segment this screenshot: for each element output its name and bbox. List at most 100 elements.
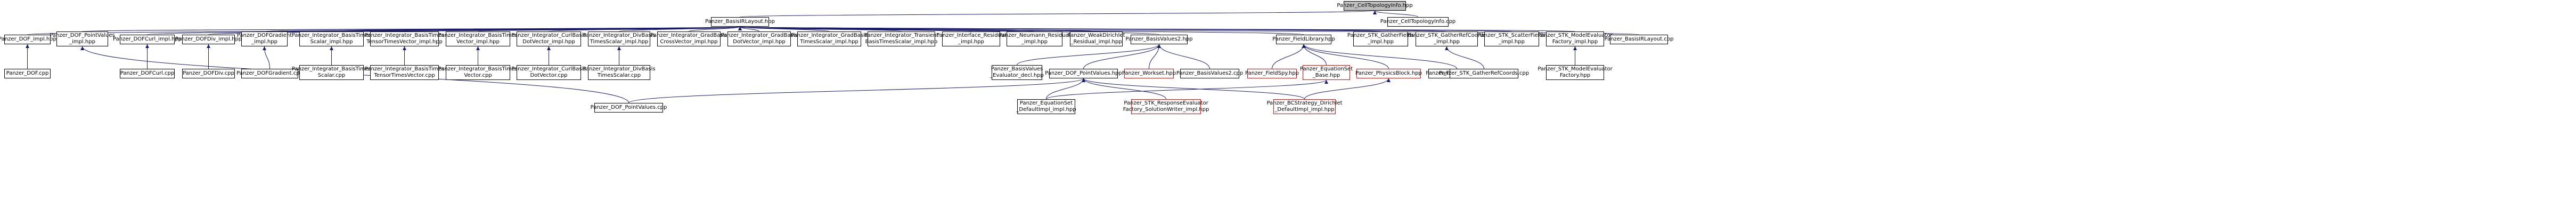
edge-fieldlibrary_cpp-to-fieldlibrary bbox=[1302, 44, 1457, 69]
graph-node-label: _DefaultImpl_impl.hpp bbox=[1016, 107, 1076, 113]
graph-node-neumann-impl[interactable]: Panzer_Neumann_Residual_impl.hpp bbox=[999, 31, 1070, 46]
graph-node-label: Panzer_STK_ScatterFields bbox=[1478, 33, 1545, 38]
edge-fieldspy-to-fieldlibrary bbox=[1272, 44, 1306, 69]
graph-node-dof-pv-cpp[interactable]: Panzer_DOF_PointValues.cpp bbox=[591, 103, 667, 113]
graph-node-dof-impl[interactable]: Panzer_DOF_impl.hpp bbox=[0, 35, 56, 44]
edge-stk_gr_cpp-to-stk_gr_impl bbox=[1445, 46, 1484, 69]
graph-node-dofgrad-impl[interactable]: Panzer_DOFGradient_impl.hpp bbox=[237, 31, 292, 46]
graph-node-eqset-default[interactable]: Panzer_EquationSet_DefaultImpl_impl.hpp bbox=[1016, 99, 1076, 114]
graph-node-dof-cpp[interactable]: Panzer_DOF.cpp bbox=[4, 69, 51, 78]
graph-node-workset[interactable]: Panzer_Workset.hpp bbox=[1122, 69, 1176, 78]
graph-node-label: Panzer_BasisIRLayout.cpp bbox=[1604, 36, 1674, 42]
graph-node-cell-topo-cpp[interactable]: Panzer_CellTopologyInfo.cpp bbox=[1380, 17, 1455, 27]
graph-node-label: Panzer_Integrator_BasisTimes bbox=[438, 33, 518, 38]
graph-node-label: Panzer_DOFCurl.cpp bbox=[120, 70, 175, 76]
graph-node-label: _impl.hpp bbox=[1434, 39, 1460, 45]
graph-node-label: Vector.cpp bbox=[464, 73, 492, 78]
edge-dofgrad_cpp-to-dofgrad_impl bbox=[263, 46, 270, 69]
graph-node-label: Vector_impl.hpp bbox=[456, 39, 500, 45]
graph-node-dofcurl-cpp[interactable]: Panzer_DOFCurl.cpp bbox=[120, 69, 175, 78]
graph-node-dofcurl-impl[interactable]: Panzer_DOFCurl_impl.hpp bbox=[113, 35, 182, 44]
graph-node-label: Panzer_DOF_PointValues.cpp bbox=[590, 105, 667, 110]
graph-node-dof-pv-hpp[interactable]: Panzer_DOF_PointValues.hpp bbox=[1045, 69, 1122, 78]
graph-node-label: Panzer_Integrator_GradBasis bbox=[721, 33, 798, 38]
edge-eqset_default-to-eqset_base bbox=[1046, 79, 1328, 100]
graph-node-label: Panzer_CellTopologyInfo.hpp bbox=[1337, 3, 1413, 9]
graph-node-label: Panzer_DOF.cpp bbox=[6, 70, 49, 76]
graph-node-label: Panzer_Interface_Residual bbox=[936, 33, 1006, 38]
edge-stk_mef_impl-to-basis_ir bbox=[739, 26, 1575, 32]
graph-node-label: _Base.hpp bbox=[1312, 73, 1340, 78]
graph-node-label: _DefaultImpl_impl.hpp bbox=[1274, 107, 1335, 113]
edge-dof_pv_cpp-to-dof_pv_hpp bbox=[628, 78, 1085, 103]
graph-node-label: Panzer_Integrator_DivBasis bbox=[583, 66, 656, 72]
graph-node-label: TensorTimesVector.cpp bbox=[374, 73, 435, 78]
graph-node-cell-topo: Panzer_CellTopologyInfo.hpp bbox=[1337, 1, 1413, 11]
graph-node-label: Panzer_Integrator_BasisTimes bbox=[364, 33, 445, 38]
graph-node-label: Panzer_Integrator_GradBasis bbox=[650, 33, 727, 38]
graph-node-stk-gf-impl[interactable]: Panzer_STK_GatherFields_impl.hpp bbox=[1347, 31, 1414, 46]
edge-stk_resp_eval-to-dof_pv_hpp bbox=[1082, 78, 1166, 100]
graph-node-label: _Residual_impl.hpp bbox=[1070, 39, 1122, 45]
graph-node-label: Panzer_FieldLibrary.hpp bbox=[1272, 36, 1335, 42]
graph-node-label: Panzer_DOFCurl_impl.hpp bbox=[113, 36, 182, 42]
graph-node-eqset-base[interactable]: Panzer_EquationSet_Base.hpp bbox=[1300, 65, 1353, 80]
graph-node-label: Factory_SolutionWriter_impl.hpp bbox=[1123, 107, 1209, 113]
graph-node-basisvalues2[interactable]: Panzer_BasisValues2.hpp bbox=[1126, 35, 1193, 44]
graph-node-label: Panzer_Integrator_BasisTimes bbox=[438, 66, 518, 72]
graph-node-label: Panzer_DOFDiv.cpp bbox=[183, 70, 234, 76]
graph-node-label: Factory.hpp bbox=[1559, 73, 1591, 78]
graph-node-label: Panzer_DOF_impl.hpp bbox=[0, 36, 56, 42]
graph-node-dofdiv-cpp[interactable]: Panzer_DOFDiv.cpp bbox=[182, 69, 235, 78]
graph-node-dofgrad-cpp[interactable]: Panzer_DOFGradient.cpp bbox=[236, 69, 303, 78]
graph-node-iface-res-impl[interactable]: Panzer_Interface_Residual_impl.hpp bbox=[936, 31, 1006, 46]
edge-int_dbts_impl-to-basis_ir bbox=[619, 26, 742, 32]
graph-node-stk-sf-impl[interactable]: Panzer_STK_ScatterFields_impl.hpp bbox=[1478, 31, 1545, 46]
graph-node-basisvalues2-cpp[interactable]: Panzer_BasisValues2.cpp bbox=[1176, 69, 1243, 78]
graph-node-label: _impl.hpp bbox=[69, 39, 95, 45]
graph-node-label: Panzer_STK_ModelEvaluator bbox=[1538, 66, 1613, 72]
graph-node-label: Panzer_FieldSpy.hpp bbox=[1245, 70, 1299, 76]
graph-node-fieldlibrary[interactable]: Panzer_FieldLibrary.hpp bbox=[1272, 35, 1335, 44]
graph-node-label: Panzer_Neumann_Residual bbox=[999, 33, 1070, 38]
graph-node-label: TensorTimesVector_impl.hpp bbox=[366, 39, 443, 45]
graph-node-dof-pv-impl[interactable]: Panzer_DOF_PointValues_impl.hpp bbox=[50, 31, 115, 46]
graph-node-label: Scalar.cpp bbox=[317, 73, 346, 78]
graph-node-dofdiv-impl[interactable]: Panzer_DOFDiv_impl.hpp bbox=[175, 35, 242, 44]
graph-node-physicsblock[interactable]: Panzer_PhysicsBlock.hpp bbox=[1355, 69, 1422, 78]
graph-node-label: _impl.hpp bbox=[1499, 39, 1525, 45]
graph-node-basis-ir-cpp[interactable]: Panzer_BasisIRLayout.cpp bbox=[1605, 35, 1674, 44]
graph-node-basis-ir[interactable]: Panzer_BasisIRLayout.hpp bbox=[705, 17, 775, 27]
graph-node-label: Panzer_DOFDiv_impl.hpp bbox=[175, 36, 242, 42]
graph-node-bcstrategy[interactable]: Panzer_BCStrategy_Dirichlet_DefaultImpl_… bbox=[1266, 99, 1343, 114]
graph-node-weakdir-impl[interactable]: Panzer_WeakDirichlet_Residual_impl.hpp bbox=[1068, 31, 1125, 46]
graph-node-stk-gr-impl[interactable]: Panzer_STK_GatherRefCoords_impl.hpp bbox=[1408, 31, 1486, 46]
graph-node-stk-gr-cpp[interactable]: Panzer_STK_GatherRefCoords.cpp bbox=[1439, 69, 1529, 78]
graph-node-fieldspy[interactable]: Panzer_FieldSpy.hpp bbox=[1245, 69, 1299, 78]
graph-node-label: Panzer_BCStrategy_Dirichlet bbox=[1266, 100, 1343, 106]
edge-fieldlibrary-to-basis_ir bbox=[739, 26, 1304, 35]
graph-node-label: Panzer_PhysicsBlock.hpp bbox=[1355, 70, 1422, 76]
graph-node-bv-eval-decl[interactable]: Panzer_BasisValues_Evaluator_decl.hpp bbox=[990, 65, 1044, 80]
graph-node-label: Panzer_Workset.hpp bbox=[1122, 70, 1176, 76]
graph-node-label: Panzer_Integrator_CurlBasis bbox=[511, 66, 586, 72]
graph-node-label: _impl.hpp bbox=[958, 39, 984, 45]
